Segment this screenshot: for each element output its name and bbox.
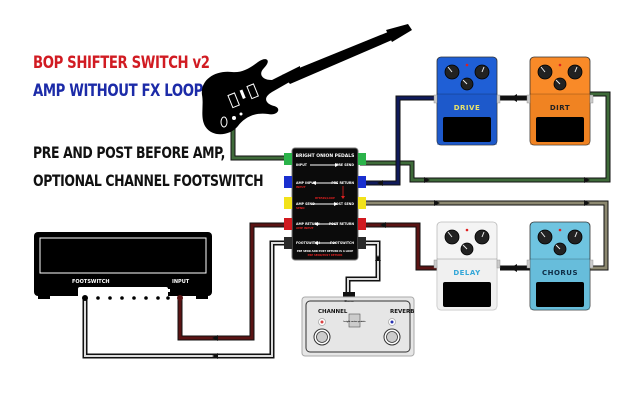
cable-footswitch-unit-to-switch	[345, 240, 381, 294]
pedal-output-jack[interactable]	[433, 259, 438, 269]
pedal-output-jack[interactable]	[433, 94, 438, 104]
bright-onion-logo	[348, 313, 361, 328]
pedal-label-delay: DELAY	[453, 269, 481, 277]
pedal-footswitch-button[interactable]	[536, 117, 584, 142]
pedal-output-jack[interactable]	[526, 94, 531, 104]
jack-pre-send[interactable]	[358, 153, 366, 165]
pedal-input-jack[interactable]	[589, 94, 594, 104]
jack-post-send[interactable]	[358, 197, 366, 209]
pedal-led-icon	[558, 228, 562, 232]
row-note-send: SEND	[296, 206, 305, 210]
pedal-footswitch-button[interactable]	[536, 282, 584, 307]
amp-footswitch-jack[interactable]	[82, 295, 88, 301]
arrow-icon	[212, 353, 218, 359]
diagram-subtitle: AMP WITHOUT FX LOOP	[33, 81, 203, 101]
jack-post-return[interactable]	[358, 218, 366, 230]
switch-brand-label: BRIGHT ONION PEDALS	[296, 153, 355, 159]
reverb-led-icon	[390, 320, 394, 324]
arrow-icon	[434, 200, 440, 206]
arrow-icon	[584, 200, 590, 206]
footswitch-channel-label: CHANNEL	[318, 309, 348, 315]
description-line-2: OPTIONAL CHANNEL FOOTSWITCH	[33, 171, 264, 190]
cable-delay-to-post-return	[360, 222, 437, 271]
cable-drive-to-pre-return	[360, 95, 437, 186]
pedal-dirt: DIRT	[526, 56, 594, 146]
cable-guitar-to-input	[230, 127, 290, 161]
pedal-chorus: CHORUS	[526, 221, 594, 311]
row-note-input: INPUT	[296, 185, 306, 189]
pedal-led-icon	[558, 63, 562, 67]
channel-led-icon	[320, 320, 324, 324]
row-label-pre-return: PRE RETURN	[331, 181, 354, 185]
arrow-icon	[375, 255, 381, 261]
jack-amp-input[interactable]	[284, 176, 292, 188]
arrow-icon	[380, 222, 386, 228]
pedal-label-chorus: CHORUS	[542, 269, 578, 277]
row-label-post-return: POST RETURN	[329, 222, 354, 226]
row-label-post-send: POST SEND	[334, 202, 355, 206]
row-note-bypass: BYPASS/LOOP	[315, 196, 335, 200]
pedal-drive: DRIVE	[433, 56, 501, 146]
diagram-title: BOP SHIFTER SWITCH v2	[33, 53, 210, 73]
amp-head: FOOTSWITCH INPUT	[34, 232, 212, 301]
footswitch-jack-label: Stereo	[344, 299, 354, 303]
amp-input-label: INPUT	[172, 279, 190, 285]
jack-pre-return[interactable]	[358, 176, 366, 188]
pedal-led-icon	[465, 228, 469, 232]
jack-footswitch-in[interactable]	[358, 237, 366, 249]
cable-chorus-to-delay	[500, 264, 530, 272]
arrow-icon	[510, 94, 517, 102]
row-label-pre-send: PRE SEND	[336, 163, 354, 167]
cable-pre-send-to-dirt	[360, 91, 611, 183]
jack-amp-return[interactable]	[284, 218, 292, 230]
bop-shifter-switch-box: BRIGHT ONION PEDALS INPUT PRE SEND AMP I…	[284, 147, 366, 261]
cable-amp-return-to-amp-input	[177, 222, 290, 341]
electric-guitar-icon	[201, 24, 412, 135]
pedal-footswitch-button[interactable]	[443, 282, 491, 307]
amp-footswitch-label: FOOTSWITCH	[72, 279, 110, 285]
arrow-icon	[212, 335, 218, 341]
switch-footer: PRE SEND AND POST RETURN IS A LOOP	[297, 249, 354, 253]
footswitch-logo-text: bright onion pedals	[343, 320, 366, 323]
description-line-1: PRE AND POST BEFORE AMP,	[33, 143, 226, 162]
cable-footswitch-to-amp	[82, 240, 290, 359]
pedal-input-jack[interactable]	[589, 259, 594, 269]
row-label-input: INPUT	[296, 163, 308, 167]
cable-post-send-to-chorus	[360, 200, 609, 271]
effect-pedals: DRIVE DIRT DELAY CHORUS	[433, 56, 594, 311]
row-label-amp-input: AMP INPUT	[296, 181, 317, 185]
row-label-amp-return: AMP RETURN	[296, 222, 320, 226]
pedal-delay: DELAY	[433, 221, 501, 311]
pedal-output-jack[interactable]	[526, 259, 531, 269]
row-label-amp-send: AMP SEND	[296, 202, 315, 206]
pedal-label-dirt: DIRT	[550, 104, 570, 112]
pedal-label-drive: DRIVE	[454, 104, 481, 112]
amp-input-jack[interactable]	[177, 295, 183, 301]
cable-dirt-to-drive	[500, 94, 530, 102]
row-note-amp-input: AMP INPUT	[296, 226, 314, 230]
arrow-icon	[510, 264, 517, 272]
pedal-footswitch-button[interactable]	[443, 117, 491, 142]
pedal-led-icon	[465, 63, 469, 67]
row-label-footswitch-out: FOOTSWITCH	[296, 241, 320, 245]
arrow-icon	[584, 177, 590, 183]
row-label-footswitch-in: FOOTSWITCH	[330, 241, 354, 245]
channel-footswitch-unit: Stereo CHANNEL REVERB bright onion pedal…	[301, 292, 415, 357]
arrow-icon	[424, 177, 430, 183]
jack-amp-send[interactable]	[284, 197, 292, 209]
pedal-input-jack[interactable]	[496, 94, 501, 104]
jack-input[interactable]	[284, 153, 292, 165]
switch-footer-note: PRE SEND/POST RETURN	[308, 253, 343, 257]
jack-footswitch-out[interactable]	[284, 237, 292, 249]
arrow-icon	[377, 180, 383, 186]
footswitch-reverb-label: REVERB	[390, 309, 414, 315]
pedal-input-jack[interactable]	[496, 259, 501, 269]
